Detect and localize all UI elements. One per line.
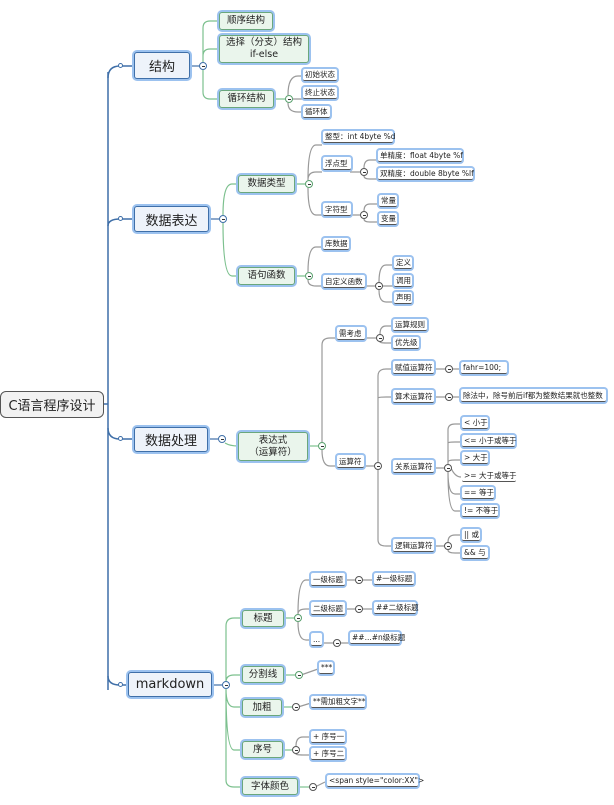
topic-data-types[interactable]: 数据类型 bbox=[238, 175, 295, 193]
branch-connector-dot bbox=[118, 216, 123, 221]
leaf-divider-syntax[interactable]: *** bbox=[319, 662, 333, 674]
topic-heading[interactable]: 标题 bbox=[242, 610, 284, 627]
topic-functions[interactable]: 语句函数 bbox=[238, 267, 295, 285]
branch-connector-dot bbox=[118, 682, 123, 687]
topic-markdown[interactable]: markdown bbox=[128, 672, 212, 697]
collapse-toggle-icon[interactable] bbox=[222, 681, 230, 689]
leaf-greater-than[interactable]: > 大于 bbox=[462, 452, 488, 464]
link-root-trunk bbox=[104, 72, 109, 690]
collapse-toggle-icon[interactable] bbox=[295, 671, 303, 679]
collapse-toggle-icon[interactable] bbox=[218, 435, 226, 443]
collapse-toggle-icon[interactable] bbox=[355, 576, 363, 584]
leaf-loop-body[interactable]: 循环体 bbox=[303, 106, 330, 118]
leaf-heading-1-syntax[interactable]: #一级标题 bbox=[374, 573, 414, 585]
topic-custom-function[interactable]: 自定义函数 bbox=[323, 275, 365, 288]
leaf-declare[interactable]: 声明 bbox=[394, 292, 412, 304]
topic-data-expression[interactable]: 数据表达 bbox=[134, 206, 209, 232]
root-topic-label: C语言程序设计 bbox=[8, 399, 96, 414]
topic-selection[interactable]: 选择（分支）结构 if-else bbox=[219, 35, 309, 63]
collapse-toggle-icon[interactable] bbox=[445, 365, 453, 373]
leaf-not-equal[interactable]: != 不等于 bbox=[462, 505, 499, 517]
topic-sequence[interactable]: 顺序结构 bbox=[219, 12, 273, 30]
leaf-equal[interactable]: == 等于 bbox=[462, 487, 494, 499]
collapse-toggle-icon[interactable] bbox=[375, 282, 383, 290]
leaf-assignment-example[interactable]: fahr=100; bbox=[461, 362, 507, 374]
link-structure-children bbox=[202, 20, 218, 100]
leaf-greater-equal[interactable]: >= 大于或等于 bbox=[462, 470, 517, 482]
root-topic[interactable]: C语言程序设计 bbox=[0, 391, 104, 418]
collapse-toggle-icon[interactable] bbox=[219, 215, 227, 223]
topic-char[interactable]: 字符型 bbox=[323, 203, 351, 216]
topic-loop[interactable]: 循环结构 bbox=[219, 90, 274, 108]
leaf-define[interactable]: 定义 bbox=[394, 257, 412, 269]
collapse-toggle-icon[interactable] bbox=[360, 168, 368, 176]
leaf-list-item-2[interactable]: + 序号二 bbox=[311, 748, 345, 760]
collapse-toggle-icon[interactable] bbox=[305, 180, 313, 188]
leaf-call[interactable]: 调用 bbox=[394, 275, 412, 287]
leaf-logical-or[interactable]: || 或 bbox=[462, 529, 480, 541]
leaf-heading-2-syntax[interactable]: ##二级标题 bbox=[374, 602, 419, 614]
collapse-toggle-icon[interactable] bbox=[199, 62, 207, 70]
leaf-less-equal[interactable]: <= 小于或等于 bbox=[462, 435, 517, 447]
leaf-loop-end[interactable]: 终止状态 bbox=[303, 87, 337, 99]
collapse-toggle-icon[interactable] bbox=[294, 614, 302, 622]
topic-bold[interactable]: 加粗 bbox=[242, 699, 282, 716]
leaf-float-single[interactable]: 单精度：float 4byte %f bbox=[378, 150, 463, 162]
topic-heading-1[interactable]: 一级标题 bbox=[311, 573, 345, 586]
collapse-toggle-icon[interactable] bbox=[305, 272, 313, 280]
collapse-toggle-icon[interactable] bbox=[374, 462, 382, 470]
topic-divider[interactable]: 分割线 bbox=[242, 666, 284, 683]
topic-heading-n[interactable]: ... bbox=[311, 633, 322, 646]
topic-operators[interactable]: 运算符 bbox=[337, 455, 364, 468]
leaf-list-item-1[interactable]: + 序号一 bbox=[311, 731, 345, 743]
leaf-logical-and[interactable]: && 与 bbox=[462, 547, 488, 559]
collapse-toggle-icon[interactable] bbox=[444, 464, 452, 472]
topic-arithmetic-operator[interactable]: 算术运算符 bbox=[393, 390, 434, 403]
collapse-toggle-icon[interactable] bbox=[309, 783, 317, 791]
leaf-less-than[interactable]: < 小于 bbox=[462, 417, 488, 429]
collapse-toggle-icon[interactable] bbox=[285, 95, 293, 103]
collapse-toggle-icon[interactable] bbox=[292, 703, 300, 711]
leaf-char-variable[interactable]: 变量 bbox=[379, 213, 397, 225]
leaf-priority[interactable]: 优先级 bbox=[393, 337, 419, 349]
collapse-toggle-icon[interactable] bbox=[360, 211, 368, 219]
leaf-loop-init[interactable]: 初始状态 bbox=[303, 69, 337, 81]
topic-expression[interactable]: 表达式 （运算符） bbox=[238, 432, 308, 461]
leaf-library[interactable]: 库数据 bbox=[323, 238, 349, 250]
leaf-font-color-syntax[interactable]: <span style="color:XX"> bbox=[327, 775, 425, 787]
topic-list[interactable]: 序号 bbox=[242, 741, 283, 758]
topic-data-processing[interactable]: 数据处理 bbox=[134, 427, 208, 452]
collapse-toggle-icon[interactable] bbox=[318, 442, 326, 450]
topic-float[interactable]: 浮点型 bbox=[323, 157, 351, 170]
leaf-char-constant[interactable]: 常量 bbox=[379, 195, 397, 207]
collapse-toggle-icon[interactable] bbox=[445, 393, 453, 401]
topic-structure[interactable]: 结构 bbox=[134, 52, 190, 79]
collapse-toggle-icon[interactable] bbox=[292, 746, 300, 754]
leaf-arithmetic-note[interactable]: 除法中，除号前后if都为整数结果就也整数 bbox=[461, 389, 606, 402]
collapse-toggle-icon[interactable] bbox=[444, 542, 452, 550]
topic-heading-2[interactable]: 二级标题 bbox=[311, 602, 345, 615]
topic-consider[interactable]: 需考虑 bbox=[337, 327, 365, 340]
leaf-int[interactable]: 整型：int 4byte %d bbox=[323, 131, 396, 143]
leaf-rules[interactable]: 运算规则 bbox=[393, 319, 427, 331]
collapse-toggle-icon[interactable] bbox=[333, 639, 341, 647]
topic-relational-operator[interactable]: 关系运算符 bbox=[393, 460, 434, 473]
leaf-bold-syntax[interactable]: **需加粗文字** bbox=[311, 696, 366, 708]
topic-logical-operator[interactable]: 逻辑运算符 bbox=[393, 539, 434, 552]
collapse-toggle-icon[interactable] bbox=[376, 334, 384, 342]
collapse-toggle-icon[interactable] bbox=[355, 605, 363, 613]
branch-connector-dot bbox=[118, 63, 123, 68]
leaf-float-double[interactable]: 双精度：double 8byte %lf bbox=[378, 168, 474, 180]
branch-connector-dot bbox=[118, 436, 123, 441]
topic-font-color[interactable]: 字体颜色 bbox=[242, 778, 298, 795]
leaf-heading-n-syntax[interactable]: ##...#n级标题 bbox=[350, 632, 406, 644]
topic-assignment-operator[interactable]: 赋值运算符 bbox=[393, 361, 434, 374]
